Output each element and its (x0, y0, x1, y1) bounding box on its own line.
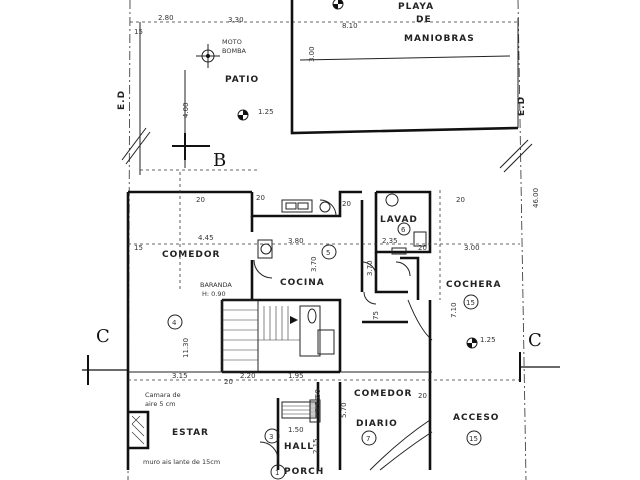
dim-15-comedor: 15 (134, 244, 143, 252)
dim-20-e: 20 (418, 244, 427, 252)
dim-1-25-patio: 1.25 (258, 108, 274, 116)
number-porch: 1 (275, 469, 279, 477)
stair (221, 299, 335, 373)
dim-8-10: 8.10 (342, 22, 358, 30)
moto-bomba-symbol (196, 44, 220, 68)
section-label-c-left: C (96, 326, 110, 347)
dim-2-20: 2.20 (240, 372, 256, 380)
label-de: DE (416, 15, 432, 25)
dim-ed-left: E.D (117, 90, 127, 110)
doors (253, 199, 433, 471)
number-cocina: 5 (326, 249, 330, 257)
label-moto: MOTO (222, 38, 242, 46)
dim-3-15: 3.15 (172, 372, 188, 380)
label-patio: PATIO (225, 75, 259, 85)
dim-1-50: 1.50 (288, 426, 304, 434)
label-maniobras: MANIOBRAS (404, 34, 475, 44)
number-comedor: 4 (172, 319, 177, 327)
dim-3-80: 3.80 (288, 237, 304, 245)
estar-closet-hatch (131, 415, 145, 445)
dim-7-10: 7.10 (450, 302, 458, 318)
section-label-b: B (213, 150, 226, 171)
label-comedor-diario-2: DIARIO (356, 419, 398, 429)
lavadero-fixtures (385, 193, 427, 255)
dim-20-c: 20 (342, 200, 351, 208)
label-porch: PORCH (284, 467, 324, 477)
label-playa: PLAYA (398, 2, 434, 12)
label-baranda: BARANDA (200, 281, 232, 289)
label-comedor-diario-1: COMEDOR (354, 389, 412, 399)
dim-3-70-a: 3.70 (310, 256, 318, 272)
dim-20-f: 20 (224, 378, 233, 386)
dim-20-a: 20 (196, 196, 205, 204)
dim-15-top: 15 (134, 28, 143, 36)
dim-20-d: 20 (456, 196, 465, 204)
section-marker-c-left (82, 355, 128, 385)
label-baranda-height: H: 0.90 (202, 290, 226, 298)
dim-1-15: 1.15 (314, 396, 322, 412)
label-acceso: ACCESO (453, 413, 499, 423)
number-acceso: 15 (469, 435, 478, 443)
hall-stair (281, 399, 321, 423)
dim-3-70-b: 3.70 (366, 260, 374, 276)
dim-2-15: 2.15 (312, 438, 320, 454)
level-marker-patio (237, 109, 249, 121)
section-marker-c-right (519, 352, 560, 382)
number-cochera: 15 (466, 299, 475, 307)
dim-2-35: 2.35 (382, 237, 398, 245)
dim-5-70: 5.70 (340, 402, 348, 418)
dim-1-25-cochera: 1.25 (480, 336, 496, 344)
label-camara-2: aire 5 cm (145, 400, 176, 408)
section-label-c-right: C (528, 330, 542, 351)
dim-3-00-playa: 3.00 (308, 46, 316, 62)
dim-75: 75 (372, 311, 380, 320)
label-comedor: COMEDOR (162, 250, 220, 260)
dim-ed-right: E.D (517, 96, 527, 116)
number-lavad: 6 (401, 226, 406, 234)
label-bomba: BOMBA (222, 47, 247, 55)
dim-50: 50 (314, 389, 322, 398)
dim-4-00-patio: 4.00 (182, 102, 190, 118)
kitchen-counter (257, 199, 331, 259)
label-hall: HALL (284, 442, 314, 452)
label-cocina: COCINA (280, 278, 325, 288)
label-lavad: LAVAD (380, 215, 418, 225)
level-marker-playa (332, 0, 344, 10)
label-camara-1: Camara de (145, 391, 181, 399)
dim-4-45: 4.45 (198, 234, 214, 242)
break-marks (121, 127, 533, 173)
dim-20-g: 20 (418, 392, 427, 400)
label-muro: muro ais lante de 15cm (143, 458, 220, 466)
dim-11-30: 11.30 (182, 338, 190, 358)
dim-46-00: 46.00 (532, 188, 540, 208)
playa-de-maniobras (290, 0, 519, 135)
label-cochera: COCHERA (446, 280, 501, 290)
dim-1-95: 1.95 (288, 372, 304, 380)
dim-3-30: 3.30 (228, 16, 244, 24)
dim-20-b: 20 (256, 194, 265, 202)
section-marker-b (172, 133, 210, 160)
patio-area (139, 22, 260, 175)
level-marker-cochera (466, 337, 478, 349)
label-estar: ESTAR (172, 428, 209, 438)
dim-3-00: 3.00 (464, 244, 480, 252)
number-estar: 3 (269, 433, 273, 441)
right-property-line (517, 0, 527, 480)
number-comedor-diario: 7 (366, 435, 370, 443)
dim-2-80: 2.80 (158, 14, 174, 22)
room-number-circles (167, 222, 482, 480)
